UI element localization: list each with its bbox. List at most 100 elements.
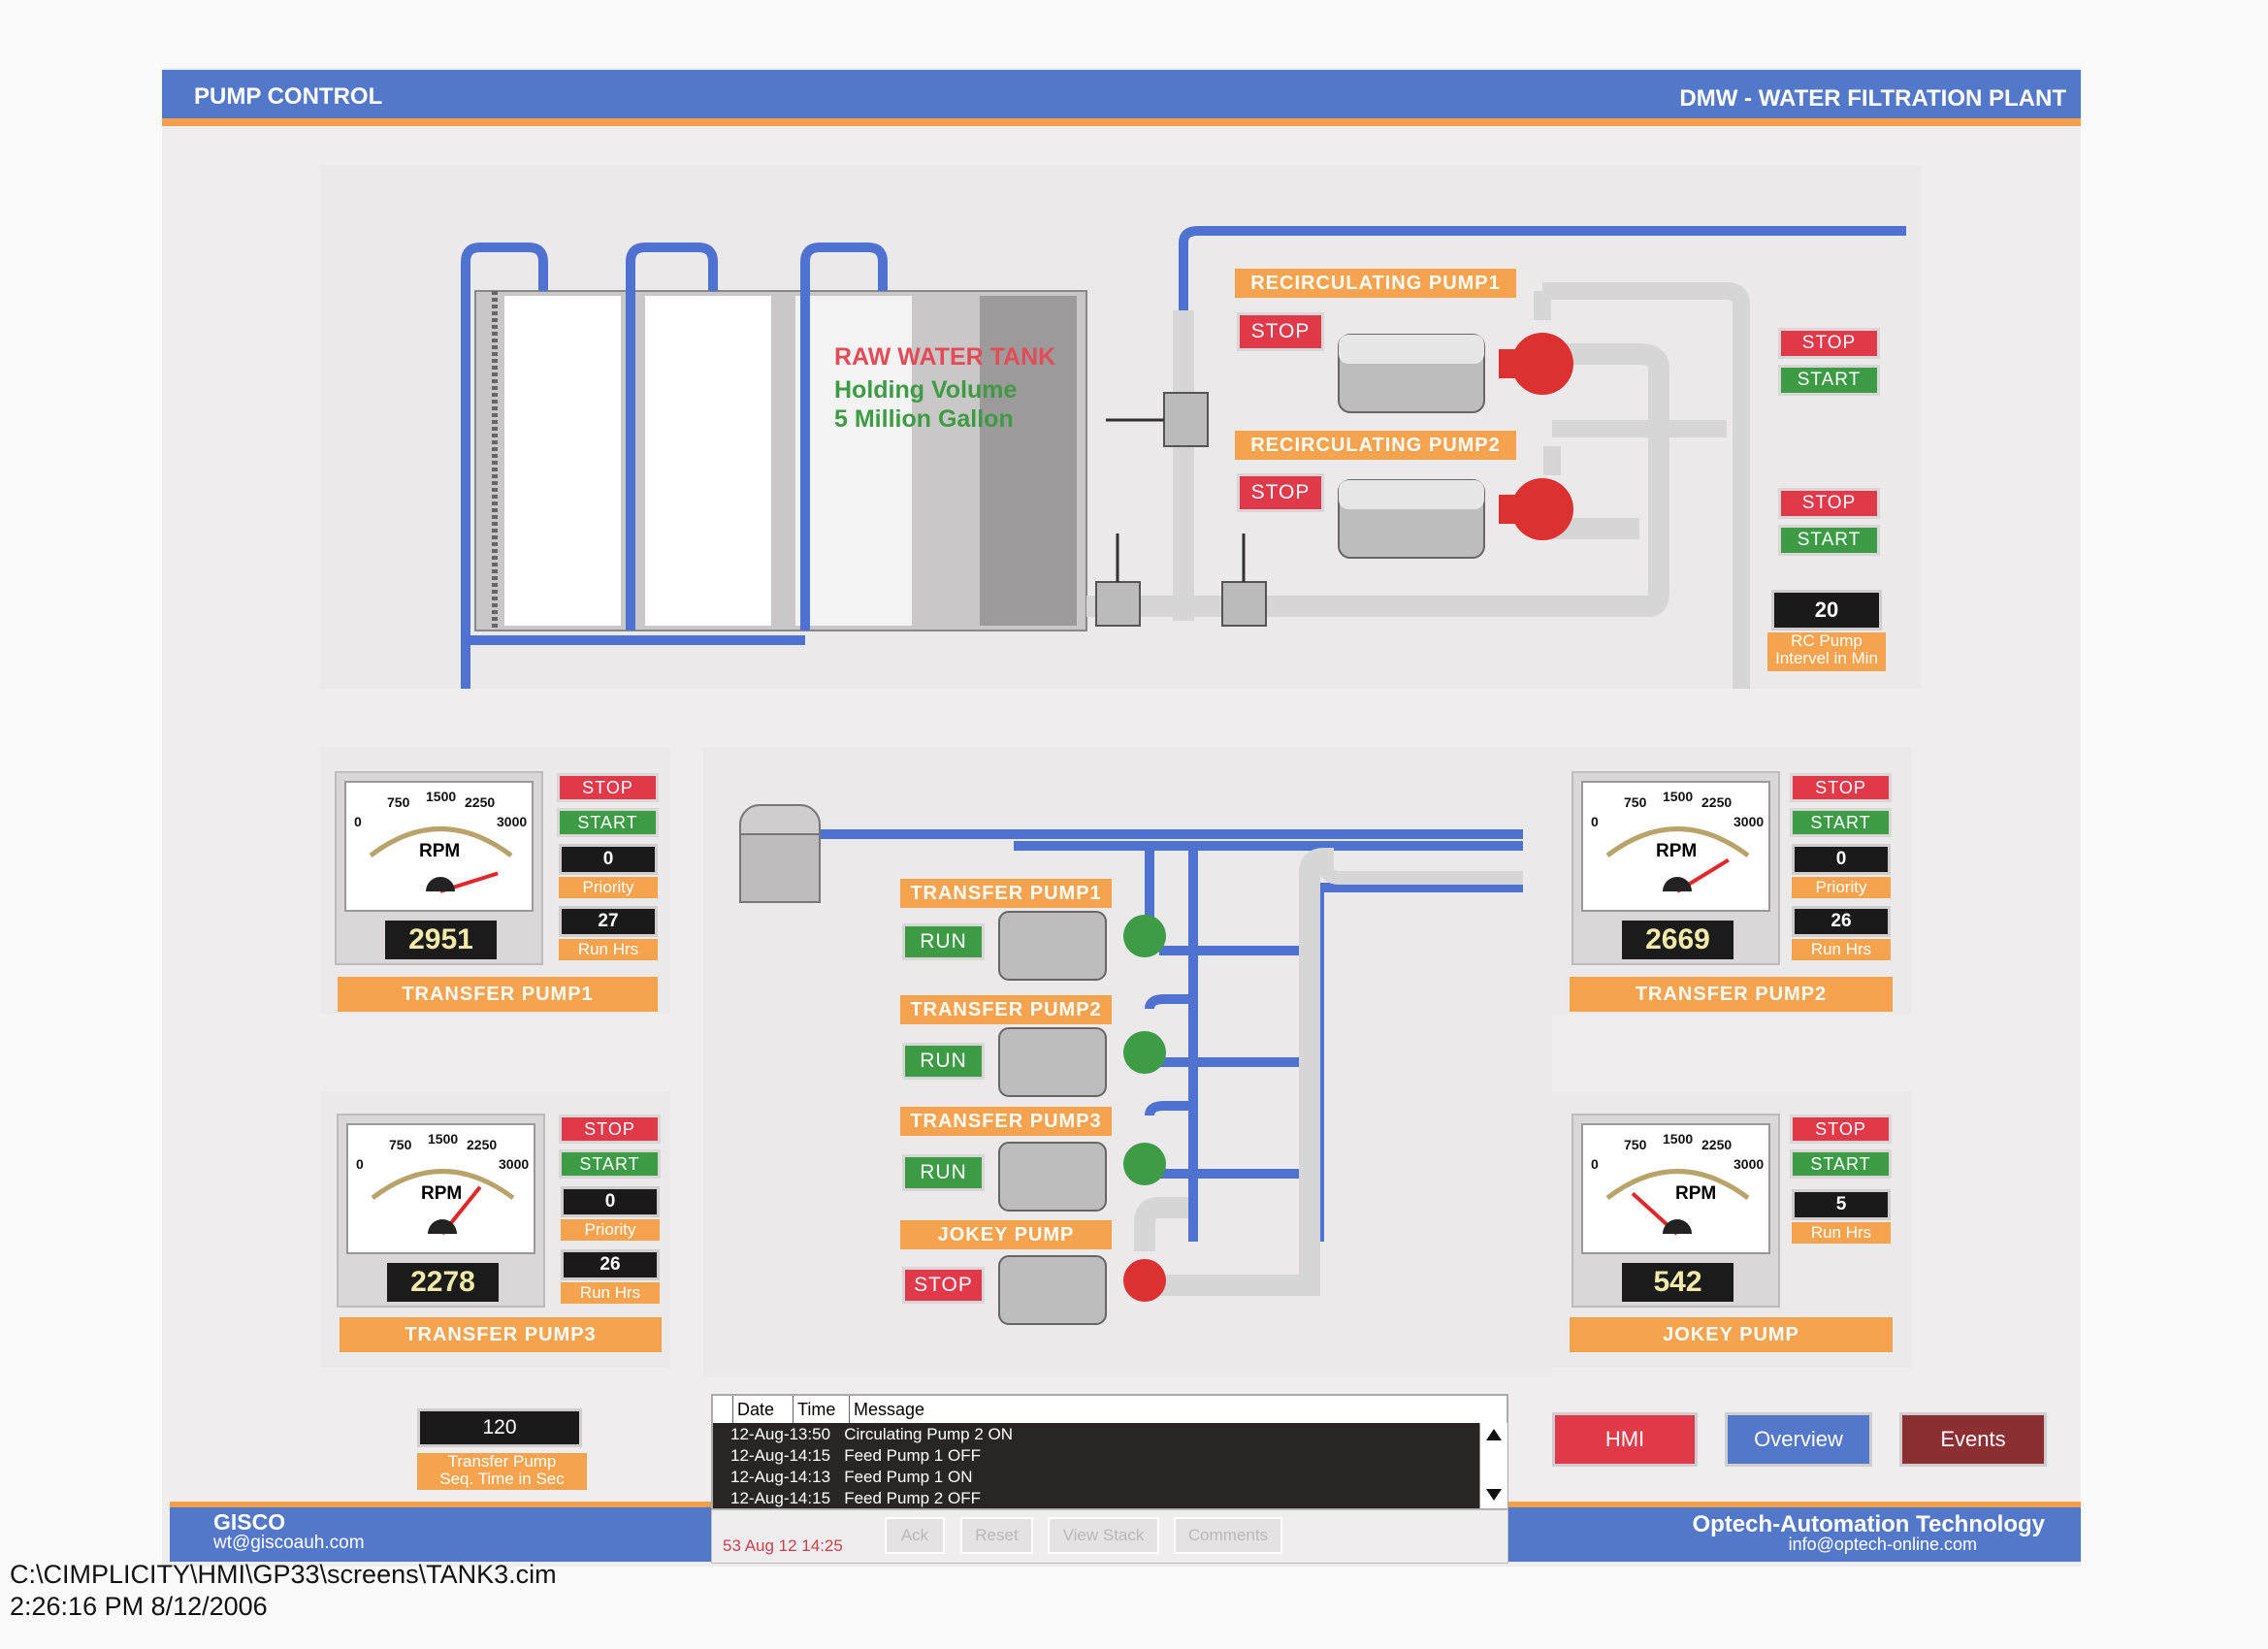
tp1-gauge-unit: RPM: [419, 841, 461, 861]
recirc-pump2-status[interactable]: STOP: [1237, 473, 1324, 512]
tp2-tick-1500: 1500: [1663, 789, 1694, 804]
jp-gauge-face: 0 750 1500 2250 3000 RPM: [1581, 1123, 1770, 1254]
ack-button[interactable]: Ack: [885, 1517, 945, 1554]
tp3-priority-value[interactable]: 0: [561, 1186, 660, 1217]
seq-time-value[interactable]: 120: [417, 1408, 582, 1447]
jp-tick-2250: 2250: [1701, 1137, 1733, 1152]
tp3-runhrs-value: 26: [561, 1249, 660, 1280]
tp2-rpm-readout: 2669: [1622, 921, 1733, 959]
transfer-pump3-unit: [998, 1142, 1166, 1212]
footer-right-email: info@optech-online.com: [1788, 1535, 1977, 1554]
hmi-nav-button[interactable]: HMI: [1552, 1412, 1698, 1467]
print-datetime: 2:26:16 PM 8/12/2006: [10, 1592, 268, 1621]
tp1-priority-label: Priority: [559, 877, 658, 898]
recirc-pump1-status[interactable]: STOP: [1237, 312, 1324, 351]
seq-time-caption: Transfer Pump Seq. Time in Sec: [417, 1453, 587, 1490]
seq-time-caption-line2: Seq. Time in Sec: [439, 1470, 565, 1488]
center-transfer-pump2-status[interactable]: RUN: [902, 1043, 985, 1080]
center-transfer-pump3-status[interactable]: RUN: [902, 1154, 985, 1191]
recirc-pump1-start-button[interactable]: START: [1778, 365, 1880, 396]
tp2-gauge-face: 0 750 1500 2250 3000 RPM: [1581, 781, 1770, 912]
jp-runhrs-label: Run Hrs: [1792, 1222, 1891, 1244]
jp-gauge: 0 750 1500 2250 3000 RPM 542: [1571, 1114, 1780, 1308]
tp2-name-label: TRANSFER PUMP2: [1570, 977, 1893, 1012]
center-jokey-pump-status[interactable]: STOP: [902, 1267, 985, 1304]
jp-tick-1500: 1500: [1663, 1131, 1694, 1147]
jp-start-button[interactable]: START: [1790, 1149, 1892, 1179]
tp3-name-label: TRANSFER PUMP3: [340, 1317, 662, 1352]
rc-interval-caption-line1: RC Pump: [1791, 631, 1863, 650]
reset-button[interactable]: Reset: [960, 1517, 1033, 1554]
tp1-priority-value[interactable]: 0: [559, 844, 658, 875]
tp3-rpm-readout: 2278: [387, 1263, 499, 1302]
alarm-row-4[interactable]: 12-Aug-14:15 Feed Pump 2 OFF: [730, 1489, 981, 1507]
center-transfer-pump1-label: TRANSFER PUMP1: [900, 879, 1112, 908]
rc-interval-caption: RC Pump Intervel in Min: [1767, 632, 1886, 671]
alarm-row-2[interactable]: 12-Aug-14:15 Feed Pump 1 OFF: [730, 1446, 981, 1465]
jp-name-label: JOKEY PUMP: [1570, 1317, 1893, 1352]
tp3-runhrs-label: Run Hrs: [561, 1282, 660, 1304]
footer-left-line: [170, 1502, 711, 1507]
recirc-pump1-label: RECIRCULATING PUMP1: [1235, 269, 1516, 298]
seq-time-caption-line1: Transfer Pump: [447, 1452, 557, 1471]
recirc-pump1-stop-button[interactable]: STOP: [1778, 328, 1880, 359]
alarm-row-1[interactable]: 12-Aug-13:50 Circulating Pump 2 ON: [730, 1425, 1014, 1443]
print-path: C:\CIMPLICITY\HMI\GP33\screens\TANK3.cim: [10, 1560, 557, 1589]
center-transfer-pump3-label: TRANSFER PUMP3: [900, 1107, 1112, 1136]
tank-title: RAW WATER TANK: [834, 343, 1056, 371]
tp1-tick-750: 750: [387, 794, 410, 810]
tp3-stop-button[interactable]: STOP: [559, 1115, 661, 1144]
transfer-pump2-unit: [998, 1027, 1166, 1097]
footer-right-company: Optech-Automation Technology: [1692, 1511, 2045, 1537]
col-date[interactable]: Date: [732, 1396, 774, 1423]
tp3-tick-750: 750: [389, 1137, 412, 1152]
tp1-gauge: 0 750 1500 2250 3000 RPM 2951: [335, 771, 543, 965]
events-nav-button[interactable]: Events: [1899, 1412, 2047, 1467]
recirc-pump2-casing: [1511, 478, 1573, 540]
tp1-stop-button[interactable]: STOP: [557, 773, 659, 802]
tp2-priority-label: Priority: [1792, 877, 1891, 898]
header-underline: [162, 118, 2081, 126]
tp2-runhrs-value: 26: [1792, 906, 1891, 937]
center-jokey-pump-label: JOKEY PUMP: [900, 1220, 1112, 1249]
tp1-name-label: TRANSFER PUMP1: [338, 977, 658, 1012]
rc-interval-value[interactable]: 20: [1771, 590, 1882, 630]
tp1-gauge-face: 0 750 1500 2250 3000 RPM: [344, 781, 534, 912]
tp3-gauge-face: 0 750 1500 2250 3000 RPM: [346, 1123, 535, 1254]
tp2-tick-750: 750: [1624, 794, 1647, 810]
jokey-pump-unit: [998, 1255, 1166, 1325]
center-transfer-pump1-status[interactable]: RUN: [902, 923, 985, 960]
col-message[interactable]: Message: [849, 1396, 924, 1423]
tp1-rpm-readout: 2951: [385, 921, 497, 959]
recirc-pump2-label: RECIRCULATING PUMP2: [1235, 431, 1516, 460]
plant-title: DMW - WATER FILTRATION PLANT: [1679, 85, 2066, 112]
scroll-down-icon[interactable]: [1486, 1489, 1502, 1501]
tp2-gauge: 0 750 1500 2250 3000 RPM 2669: [1571, 771, 1780, 965]
alarm-scrollbar[interactable]: [1479, 1423, 1507, 1508]
recirc-pump2-stop-button[interactable]: STOP: [1778, 488, 1880, 519]
alarm-window: Date Time Message 12-Aug-13:50 Circulati…: [711, 1394, 1508, 1510]
recirc-pump2-start-button[interactable]: START: [1778, 525, 1880, 556]
tp2-priority-value[interactable]: 0: [1792, 844, 1891, 875]
overview-nav-button[interactable]: Overview: [1725, 1412, 1872, 1467]
tp2-runhrs-label: Run Hrs: [1792, 939, 1891, 960]
footer-right-line: [1508, 1502, 2081, 1507]
tp1-runhrs-value: 27: [559, 906, 658, 937]
tp3-start-button[interactable]: START: [559, 1149, 661, 1179]
alarm-row-3[interactable]: 12-Aug-14:13 Feed Pump 1 ON: [730, 1468, 973, 1486]
col-time[interactable]: Time: [793, 1396, 835, 1423]
jp-stop-button[interactable]: STOP: [1790, 1115, 1892, 1144]
tp2-start-button[interactable]: START: [1790, 808, 1892, 837]
tp1-start-button[interactable]: START: [557, 808, 659, 837]
scroll-up-icon[interactable]: [1486, 1429, 1502, 1440]
alarm-timestamp: 53 Aug 12 14:25: [723, 1536, 843, 1555]
alarm-header-row: Date Time Message: [713, 1396, 1507, 1424]
tp3-gauge-unit: RPM: [421, 1183, 463, 1204]
view-stack-button[interactable]: View Stack: [1048, 1517, 1159, 1554]
tp1-tick-3000: 3000: [497, 814, 528, 829]
tp1-tick-2250: 2250: [465, 794, 496, 810]
comments-button[interactable]: Comments: [1174, 1517, 1282, 1554]
tp1-runhrs-label: Run Hrs: [559, 939, 658, 960]
tp2-stop-button[interactable]: STOP: [1790, 773, 1892, 802]
